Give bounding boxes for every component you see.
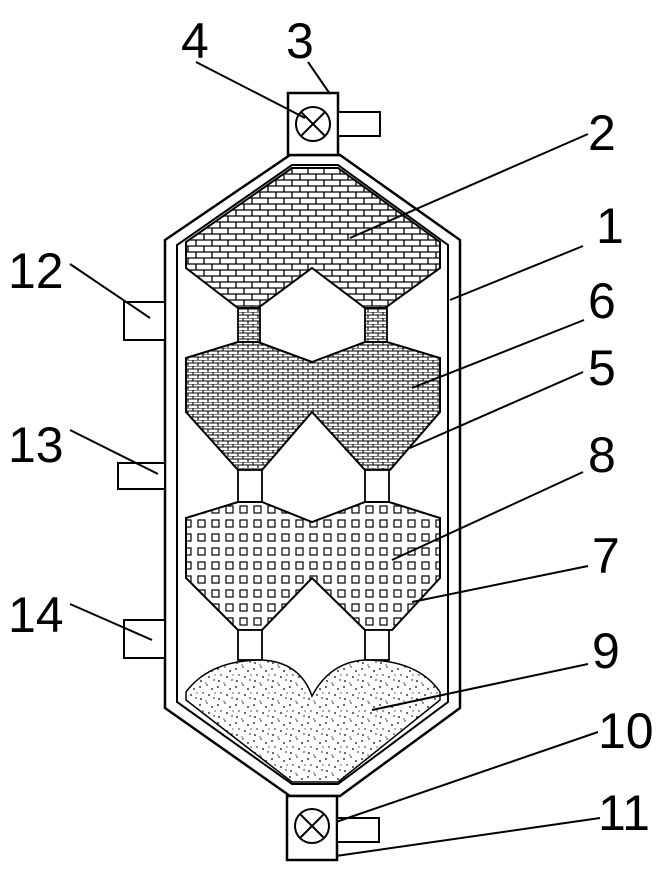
top-packing-layer	[185, 167, 441, 309]
side-nozzle-12	[123, 301, 166, 341]
label-13: 13	[8, 417, 64, 473]
label-9: 9	[592, 623, 620, 679]
sand-packing-layer	[185, 659, 441, 783]
square-packing-layer	[185, 501, 441, 631]
label-7: 7	[592, 528, 620, 584]
label-2: 2	[588, 105, 616, 161]
neck-lower-left	[237, 629, 263, 661]
label-3: 3	[286, 13, 314, 69]
neck-middle-right	[364, 469, 390, 503]
label-14: 14	[8, 587, 64, 643]
outer-shell	[163, 153, 462, 798]
label-6: 6	[588, 273, 616, 329]
neck-upper-right	[364, 307, 388, 345]
neck-lower-right	[364, 629, 390, 661]
label-11: 11	[598, 785, 650, 841]
neck-middle-left	[237, 469, 263, 503]
dense-packing-layer	[185, 341, 441, 471]
side-nozzle-13	[117, 462, 166, 490]
top-outlet-pipe	[337, 111, 381, 137]
inner-wall	[176, 164, 449, 785]
label-4: 4	[181, 13, 209, 69]
label-12: 12	[8, 243, 64, 299]
label-1: 1	[596, 198, 624, 254]
neck-upper-left	[237, 307, 261, 345]
bottom-outlet-pipe	[336, 817, 380, 843]
label-10: 10	[598, 703, 654, 759]
label-8: 8	[588, 427, 616, 483]
side-nozzle-14	[123, 619, 166, 659]
label-5: 5	[588, 340, 616, 396]
